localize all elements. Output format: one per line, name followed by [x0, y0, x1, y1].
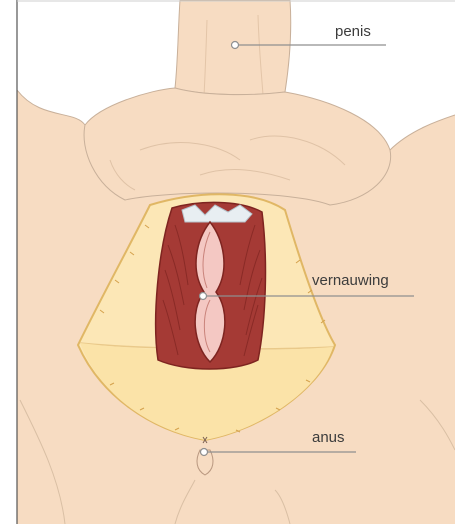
- tissue-top: [182, 205, 252, 222]
- anus-label: anus: [312, 430, 345, 445]
- penis-label: penis: [335, 24, 371, 39]
- stricture-label: vernauwing: [312, 273, 389, 288]
- anus-marker-dot: [201, 449, 208, 456]
- stricture-marker-dot: [200, 293, 207, 300]
- penis-marker-dot: [232, 42, 239, 49]
